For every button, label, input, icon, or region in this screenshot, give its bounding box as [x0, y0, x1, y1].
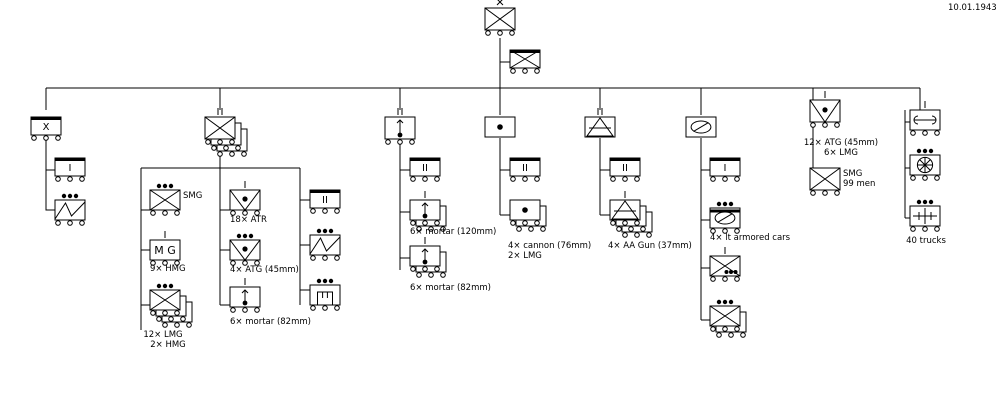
label-cannon-line1: 4× cannon (76mm) [508, 241, 591, 251]
smg-company [809, 167, 841, 196]
label-armored-cars: 4× lt armored cars [710, 233, 791, 243]
atg-platoon [229, 233, 261, 266]
motorized-infantry-platoon [709, 247, 741, 282]
svg-text:II: II [522, 163, 528, 174]
mg-company: M G [149, 231, 181, 266]
brigade-hq-company: I [54, 157, 86, 182]
atr-company [229, 181, 261, 216]
artillery-hq: II [509, 157, 541, 182]
brigade-hq-unit: X [30, 116, 62, 141]
mortar-battalion-hq: II [409, 157, 441, 182]
svg-text:I: I [69, 163, 72, 174]
svg-text:X: X [43, 122, 50, 133]
recon-rifle-platoon [709, 299, 747, 338]
label-cannon-line2: 2× LMG [508, 251, 542, 261]
medical-platoon [909, 148, 941, 181]
recon-company [685, 108, 717, 138]
transport-company [909, 199, 941, 232]
connector-lines [45, 38, 921, 330]
label-lmg-hmg-line2: 2× HMG [150, 340, 186, 350]
aa-battalion-hq: II [609, 157, 641, 182]
label-smg-platoon: SMG [183, 191, 202, 201]
label-hmg-9: 9× HMG [150, 264, 186, 274]
mortar-battery-120 [409, 191, 447, 232]
svg-text:II: II [322, 195, 328, 206]
artillery-battery [509, 199, 547, 232]
aa-battery [609, 191, 653, 238]
recon-hq: I [709, 157, 741, 182]
rifle-companies [149, 283, 193, 328]
label-atg-45-4: 4× ATG (45mm) [230, 265, 299, 275]
label-atg-line1: 12× ATG (45mm) [804, 138, 878, 148]
aa-battalion [584, 108, 616, 138]
svg-text:II: II [422, 163, 428, 174]
svg-text:II: II [622, 163, 628, 174]
rifle-battalion [204, 108, 248, 157]
label-aa-gun: 4× AA Gun (37mm) [608, 241, 692, 251]
label-trucks: 40 trucks [906, 236, 946, 246]
armored-car-platoon [709, 201, 741, 234]
label-smg-coy-line2: 99 men [843, 179, 875, 189]
label-lmg-hmg-line1: 12× LMG [143, 330, 182, 340]
label-atg-line2: 6× LMG [824, 148, 858, 158]
label-mortar-120-6: 6× mortar (120mm) [410, 227, 496, 237]
label-smg-coy-line1: SMG [843, 169, 862, 179]
smg-platoon [149, 183, 181, 216]
brigade-signal-platoon [54, 193, 86, 226]
mortar-battalion [384, 108, 416, 145]
battalion-hq: II [309, 189, 341, 214]
antitank-battalion [809, 91, 841, 128]
svg-text:I: I [724, 163, 727, 174]
mortar-company-82 [229, 278, 261, 313]
signal-platoon [309, 228, 341, 261]
label-mortar-82-6: 6× mortar (82mm) [410, 283, 491, 293]
artillery-battalion [484, 108, 516, 138]
svg-text:M G: M G [154, 244, 176, 257]
mortar-battery-82 [409, 237, 447, 278]
division-staff [509, 49, 541, 74]
repair-company [909, 101, 941, 136]
label-atr-18: 18× ATR [230, 215, 267, 225]
label-mortar-82-6-inf: 6× mortar (82mm) [230, 317, 311, 327]
date-label: 10.01.1943 [948, 3, 997, 13]
division-hq [484, 0, 516, 36]
sapper-platoon [309, 278, 341, 311]
